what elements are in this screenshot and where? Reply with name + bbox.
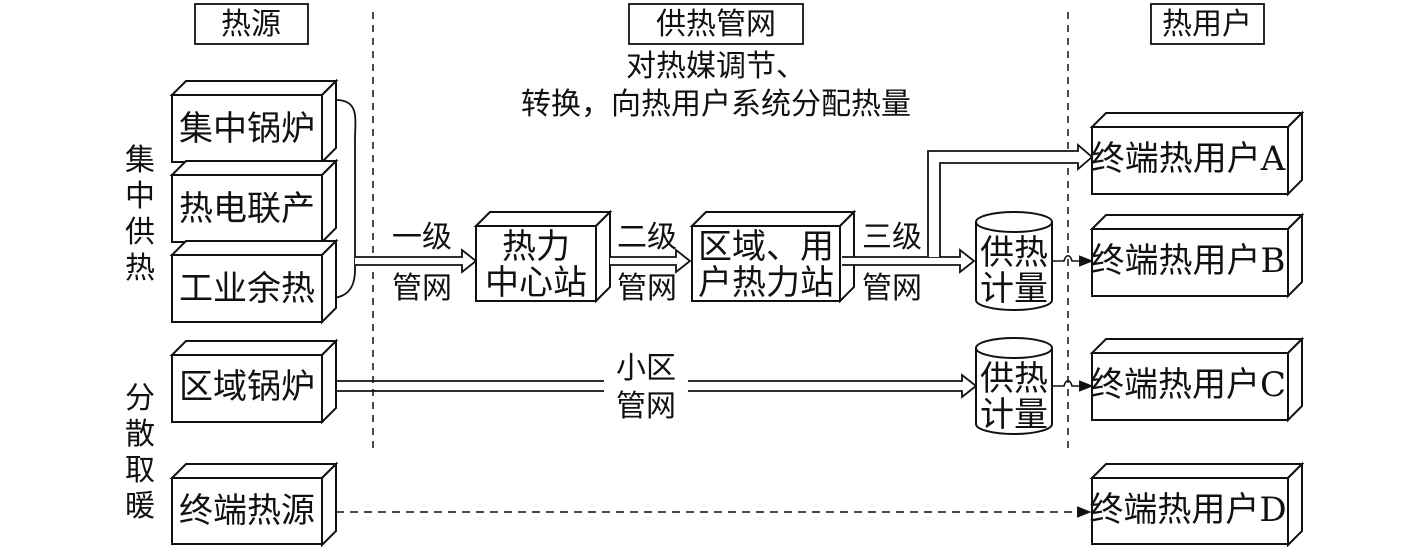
header-source-text: 热源 <box>221 7 281 42</box>
source-district-boiler-box: 区域锅炉 <box>169 338 339 425</box>
vertical-char: 供 <box>125 215 155 250</box>
vertical-char: 分 <box>125 381 155 416</box>
center-station-box: 热力 中心站 <box>473 209 613 304</box>
source-chp-label: 热电联产 <box>179 189 315 229</box>
group-distributed: 分散取暖 <box>125 381 155 524</box>
center-station-label-1: 热力 <box>502 227 570 267</box>
meter-2-to-user-c <box>1052 379 1094 392</box>
community-pipe-label-2: 管网 <box>616 389 676 424</box>
header-network-text: 供热管网 <box>656 7 776 42</box>
user-b-box: 终端热用户B <box>1089 212 1305 299</box>
meter-2-label-1: 供热 <box>980 359 1048 399</box>
community-pipe-label-1: 小区 <box>616 351 676 386</box>
header-source: 热源 <box>194 3 309 45</box>
primary-pipe-label-1: 一级 <box>392 220 452 255</box>
area-station-label-2: 户热力站 <box>698 263 834 303</box>
vertical-char: 暖 <box>125 489 155 524</box>
group-central: 集中供热 <box>125 143 155 286</box>
secondary-pipe-label-2: 管网 <box>617 271 677 306</box>
secondary-pipe-label-1: 二级 <box>617 220 677 255</box>
source-terminal-label: 终端热源 <box>179 491 315 531</box>
header-network: 供热管网 <box>628 3 804 45</box>
network-note-line1: 对热媒调节、 <box>626 49 806 84</box>
source-chp-box: 热电联产 <box>169 158 339 245</box>
header-user: 热用户 <box>1150 3 1265 45</box>
user-b-label: 终端热用户B <box>1091 241 1286 281</box>
user-c-label: 终端热用户C <box>1090 365 1286 405</box>
central-bracket <box>329 99 357 299</box>
primary-pipe-label-2: 管网 <box>392 271 452 306</box>
meter-1-label-2: 计量 <box>980 269 1048 309</box>
meter-1-to-user-b <box>1052 254 1094 267</box>
meter-1-label-1: 供热 <box>980 233 1048 273</box>
source-industrial-box: 工业余热 <box>169 238 339 325</box>
user-a-box: 终端热用户A <box>1089 110 1305 197</box>
source-boiler-label: 集中锅炉 <box>179 109 315 149</box>
header-user-text: 热用户 <box>1162 7 1252 42</box>
meter-2: 供热 计量 <box>975 337 1053 435</box>
user-c-box: 终端热用户C <box>1089 336 1305 423</box>
vertical-char: 中 <box>125 179 155 214</box>
meter-2-label-2: 计量 <box>980 395 1048 435</box>
vertical-char: 取 <box>125 453 155 488</box>
center-station-label-2: 中心站 <box>485 263 587 303</box>
user-a-label: 终端热用户A <box>1091 139 1286 179</box>
meter-1: 供热 计量 <box>975 211 1053 311</box>
area-station-box: 区域、用 户热力站 <box>689 209 857 304</box>
area-station-label-1: 区域、用 <box>698 227 834 267</box>
network-note-line2: 转换，向热用户系统分配热量 <box>521 87 911 122</box>
tertiary-pipe-label-1: 三级 <box>862 220 922 255</box>
tertiary-pipe-arrow <box>842 248 976 274</box>
vertical-char: 散 <box>125 417 155 452</box>
source-terminal-box: 终端热源 <box>169 461 339 547</box>
vertical-char: 热 <box>125 251 155 286</box>
source-industrial-label: 工业余热 <box>179 269 315 309</box>
tertiary-pipe-label-2: 管网 <box>862 271 922 306</box>
user-d-box: 终端热用户D <box>1089 461 1305 547</box>
secondary-pipe-arrow <box>610 248 692 274</box>
user-d-label: 终端热用户D <box>1089 490 1286 530</box>
source-boiler-box: 集中锅炉 <box>169 78 339 165</box>
source-district-boiler-label: 区域锅炉 <box>179 367 315 407</box>
vertical-char: 集 <box>125 143 155 178</box>
